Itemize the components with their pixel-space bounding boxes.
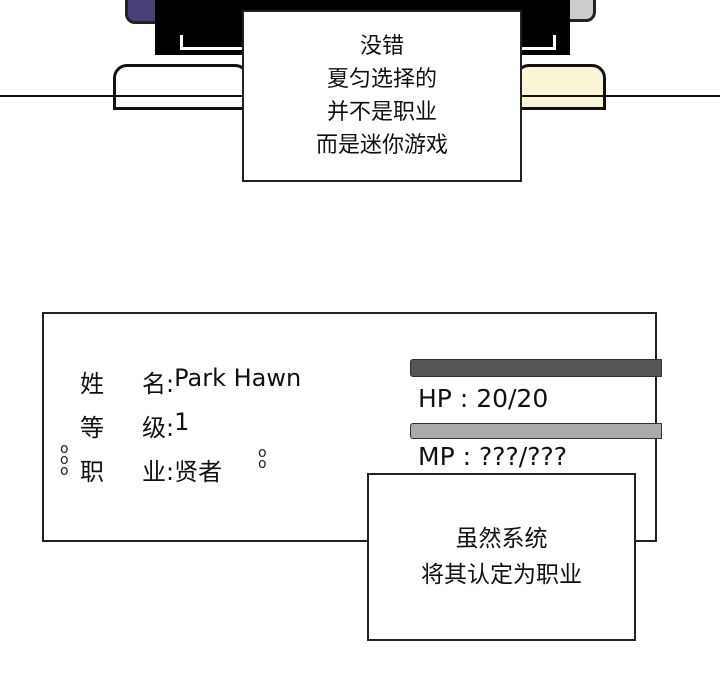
caption-line: 而是迷你游戏	[315, 133, 448, 158]
mp-bar	[410, 423, 662, 439]
job-row: 职 业: 贤者	[80, 452, 222, 487]
job-label-1: 职	[80, 458, 104, 486]
caption-line: 没错	[359, 34, 404, 59]
name-value: Park Hawn	[174, 364, 302, 392]
mp-text: MP : ???/???	[418, 442, 567, 471]
hp-text: HP : 20/20	[418, 384, 549, 413]
caption-line: 将其认定为职业	[421, 562, 582, 588]
caption-line: 虽然系统	[455, 526, 548, 552]
name-label-1: 姓	[80, 370, 104, 398]
caption-line: 并不是职业	[326, 100, 437, 125]
hp-bar	[410, 359, 662, 377]
job-value: 贤者	[174, 458, 223, 486]
job-label-2: 业:	[142, 458, 175, 486]
card-illustration-right	[515, 64, 606, 110]
level-value: 1	[174, 408, 190, 436]
level-row: 等 级: 1	[80, 408, 189, 443]
name-row: 姓 名: Park Hawn	[80, 364, 301, 399]
name-label-2: 名:	[142, 370, 175, 398]
level-label-1: 等	[80, 414, 104, 442]
caption-box-top: 没错 夏匀选择的 并不是职业 而是迷你游戏	[242, 10, 522, 182]
caption-line: 夏匀选择的	[326, 67, 437, 92]
level-label-2: 级:	[142, 414, 175, 442]
caption-box-bottom: 虽然系统 将其认定为职业	[367, 473, 636, 641]
card-illustration-left	[113, 64, 249, 110]
